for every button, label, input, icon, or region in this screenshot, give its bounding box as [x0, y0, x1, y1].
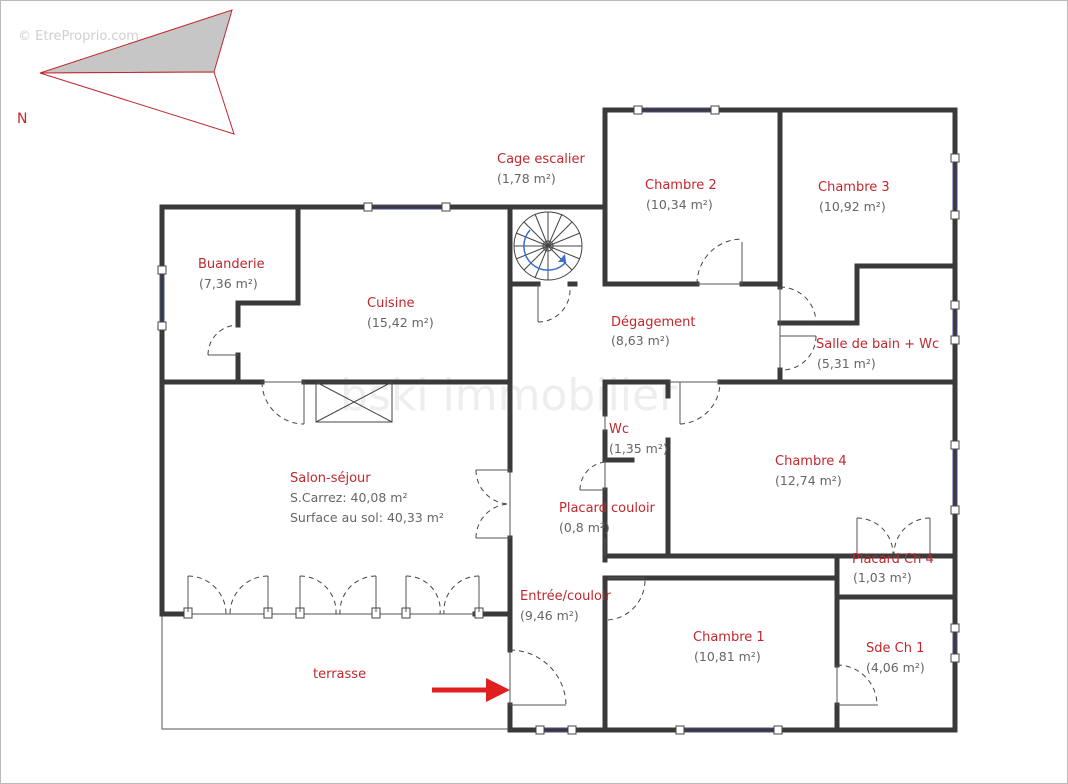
spiral-staircase-icon	[513, 211, 583, 281]
room-area-cuisine: (15,42 m²)	[367, 315, 434, 330]
watermark-top: © EtreProprio.com	[18, 29, 139, 44]
room-area-salle-de-bain: (5,31 m²)	[817, 356, 876, 371]
north-label: N	[17, 111, 27, 127]
room-name-placard-ch4: Placard Ch 4	[852, 552, 934, 567]
room-area-wc: (1,35 m²)	[609, 441, 668, 456]
room-area-chambre-2: (10,34 m²)	[646, 197, 713, 212]
room-name-wc: Wc	[609, 422, 629, 437]
north-arrow-icon	[39, 9, 235, 135]
room-name-degagement: Dégagement	[611, 315, 695, 330]
room-name-chambre-3: Chambre 3	[818, 180, 890, 195]
room-name-cage-escalier: Cage escalier	[497, 152, 586, 167]
room-area-cage-escalier: (1,78 m²)	[497, 171, 556, 186]
room-area2-salon-sejour: Surface au sol: 40,33 m²	[290, 510, 444, 525]
room-labels: Cage escalier (1,78 m²) Chambre 2 (10,34…	[198, 152, 939, 682]
room-area-chambre-3: (10,92 m²)	[819, 199, 886, 214]
room-area-entree-couloir: (9,46 m²)	[520, 608, 579, 623]
french-doors	[183, 575, 484, 619]
room-area-placard-couloir: (0,8 m²)	[559, 520, 610, 535]
kitchen-hood-icon	[315, 381, 393, 423]
room-name-placard-couloir: Placard couloir	[559, 501, 656, 516]
door-swings	[207, 238, 931, 706]
room-name-cuisine: Cuisine	[367, 296, 415, 311]
room-area-placard-ch4: (1,03 m²)	[853, 570, 912, 585]
room-area-salon-sejour: S.Carrez: 40,08 m²	[290, 490, 407, 505]
room-name-entree-couloir: Entrée/couloir	[520, 589, 612, 604]
room-name-salle-de-bain: Salle de bain + Wc	[816, 337, 939, 352]
walls	[159, 107, 958, 733]
room-area-chambre-4: (12,74 m²)	[775, 473, 842, 488]
windows	[157, 105, 960, 735]
room-area-degagement: (8,63 m²)	[611, 333, 670, 348]
room-name-salon-sejour: Salon-séjour	[290, 471, 371, 486]
room-name-terrasse: terrasse	[313, 667, 366, 682]
room-name-chambre-4: Chambre 4	[775, 454, 847, 469]
room-name-chambre-1: Chambre 1	[693, 630, 765, 645]
room-name-sde-ch1: Sde Ch 1	[866, 641, 924, 656]
room-area-buanderie: (7,36 m²)	[199, 276, 258, 291]
room-area-chambre-1: (10,81 m²)	[694, 649, 761, 664]
room-name-buanderie: Buanderie	[198, 257, 265, 272]
room-area-sde-ch1: (4,06 m²)	[866, 660, 925, 675]
entrance-arrow-icon	[432, 678, 510, 702]
terrace-outline	[161, 614, 510, 730]
room-name-chambre-2: Chambre 2	[645, 178, 717, 193]
